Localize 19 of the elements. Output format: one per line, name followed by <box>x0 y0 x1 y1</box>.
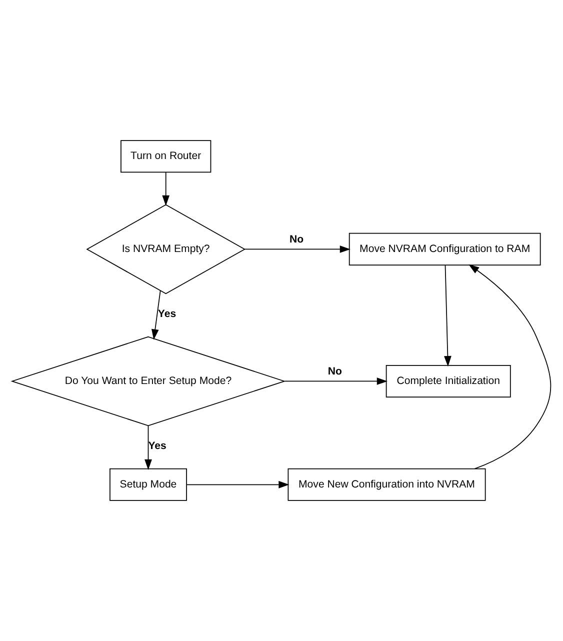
edge-label: No <box>328 366 342 378</box>
arrow <box>444 264 452 367</box>
arrow <box>151 290 161 340</box>
node-diamond: Is NVRAM Empty? <box>86 204 246 294</box>
node-box: Move NVRAM Configuration to RAM <box>348 232 541 266</box>
arrow <box>162 172 170 206</box>
node-box: Complete Initialization <box>386 364 511 398</box>
arrow <box>186 480 290 488</box>
node-box: Move New Configuration into NVRAM <box>288 468 486 501</box>
edge-label: Yes <box>158 308 176 320</box>
edge-label: Yes <box>148 440 166 452</box>
edge-label: No <box>290 234 304 246</box>
arrow <box>144 425 152 470</box>
node-box: Turn on Router <box>120 140 212 173</box>
node-diamond: Do You Want to Enter Setup Mode? <box>10 336 286 426</box>
arrow <box>244 246 350 253</box>
arrow <box>468 264 552 470</box>
node-box: Setup Mode <box>110 468 187 501</box>
arrow <box>284 378 388 385</box>
